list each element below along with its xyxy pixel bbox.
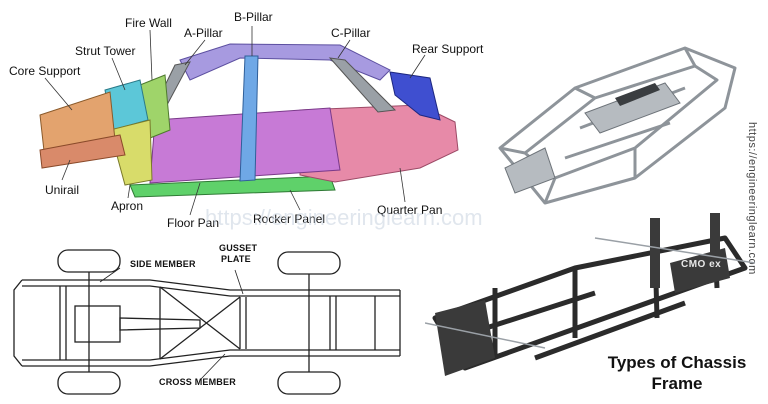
label-apron: Apron — [111, 199, 144, 213]
caption-line-2: Frame — [651, 374, 703, 393]
rocker-panel-shape — [129, 175, 336, 198]
caption-title: Types of Chassis Frame — [602, 352, 752, 394]
label-quarter-pan: Quarter Pan — [377, 203, 443, 217]
label-floor-pan: Floor Pan — [167, 216, 220, 230]
caption-line-1: Types of Chassis — [607, 353, 747, 372]
tube-frame-illustration — [425, 213, 756, 376]
label-c-pillar: C-Pillar — [331, 26, 371, 40]
roof-shape — [179, 43, 391, 81]
label-a-pillar: A-Pillar — [184, 26, 223, 40]
tube-frame-photo: CMO ex — [425, 208, 760, 404]
spaceframe-illustration — [498, 46, 737, 205]
side-watermark: https://engineeringlearn.com — [746, 122, 758, 275]
body-in-white-diagram: Core Support Strut Tower Fire Wall A-Pil… — [0, 0, 500, 235]
body-leader-lines — [44, 26, 426, 216]
ladder-chassis-drawing: SIDE MEMBER GUSSET PLATE CROSS MEMBER — [0, 240, 410, 404]
unirail-shape — [39, 134, 126, 169]
ladder-chassis-illustration — [13, 249, 401, 395]
body-in-white-illustration — [39, 26, 459, 216]
rear-support-shape — [389, 71, 441, 121]
label-rocker-panel: Rocker Panel — [253, 212, 326, 226]
c-pillar-shape — [328, 57, 397, 113]
label-side-member: SIDE MEMBER — [130, 259, 196, 269]
label-core-support: Core Support — [9, 64, 81, 78]
frame-brand-mark: CMO ex — [681, 259, 722, 270]
label-gusset-line1: GUSSET — [219, 243, 258, 253]
label-unirail: Unirail — [45, 183, 80, 197]
label-fire-wall: Fire Wall — [125, 16, 172, 30]
spaceframe-photo — [485, 28, 745, 206]
label-b-pillar: B-Pillar — [234, 10, 273, 24]
label-cross-member: CROSS MEMBER — [159, 377, 236, 387]
label-gusset-line2: PLATE — [221, 254, 251, 264]
label-strut-tower: Strut Tower — [75, 44, 136, 58]
b-pillar-shape — [239, 55, 259, 182]
watermark: https://engineeringlearn.com — [205, 205, 483, 230]
label-rear-support: Rear Support — [412, 42, 484, 56]
